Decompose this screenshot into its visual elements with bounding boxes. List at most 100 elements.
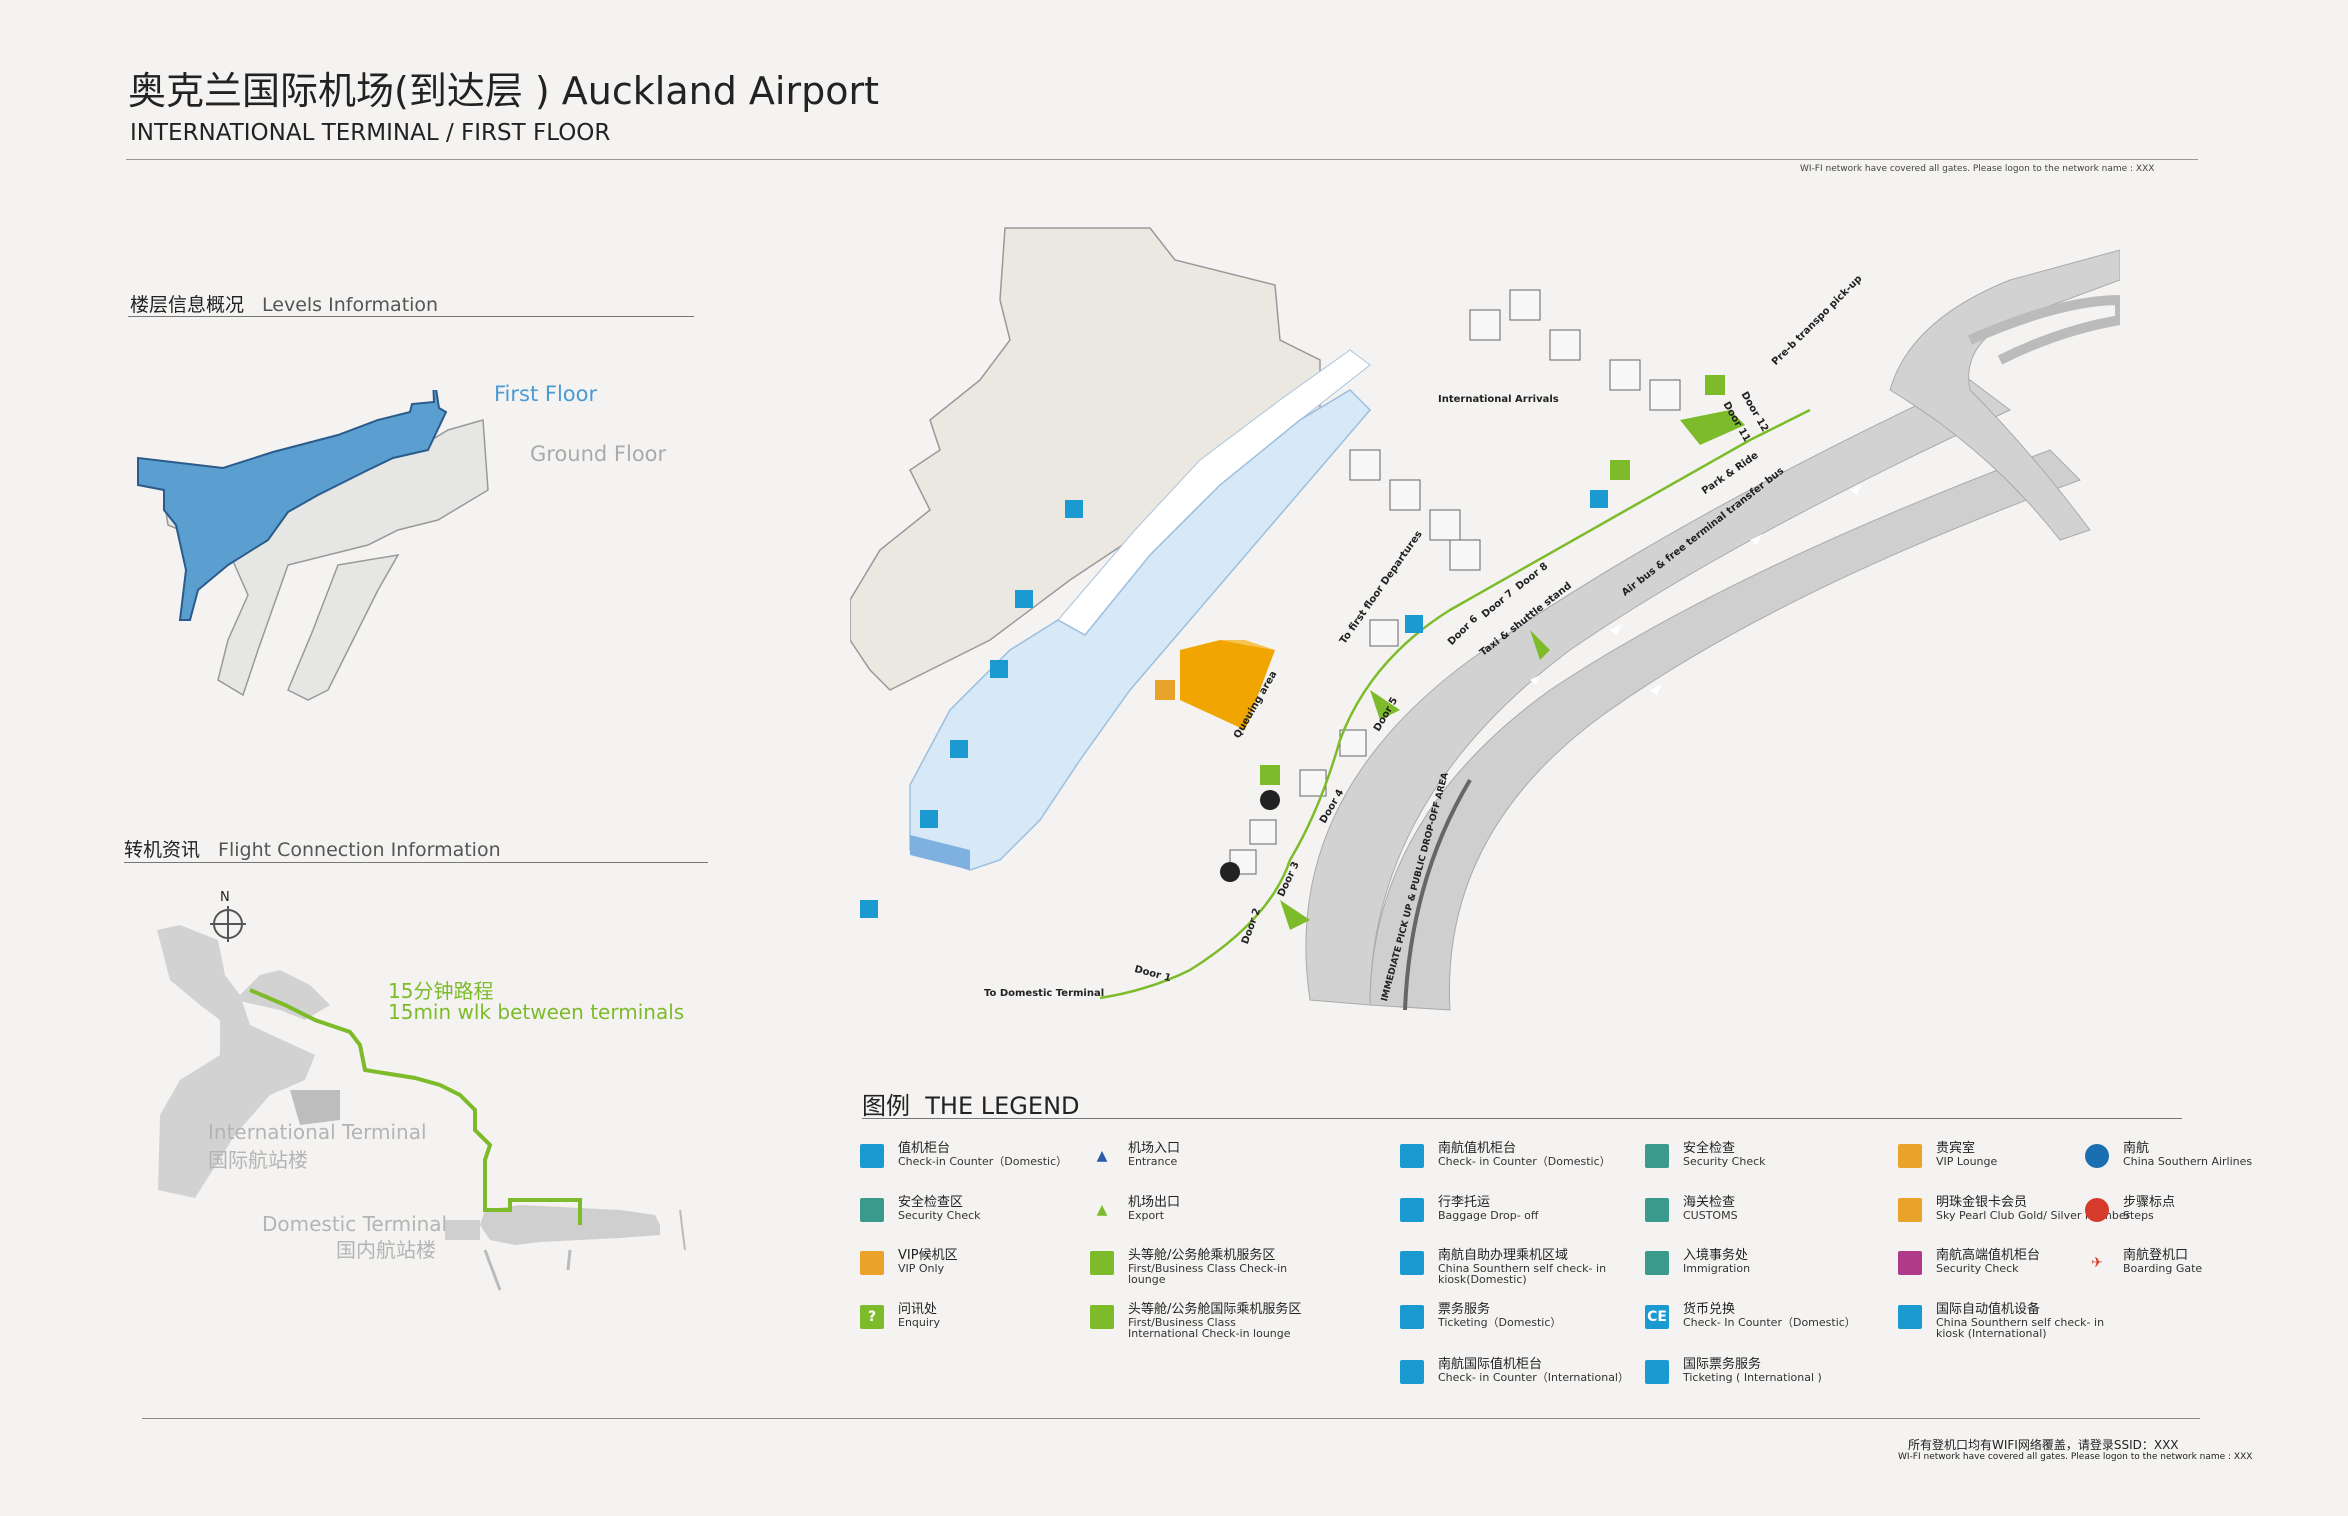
connection-title-en: Flight Connection Information <box>218 839 501 861</box>
pearl-icon <box>1898 1198 1922 1222</box>
legend-label-en: VIP Only <box>898 1261 945 1275</box>
legend-label-cn: 安全检查区 <box>898 1195 964 1210</box>
legend-label-cn: 南航高端值机柜台 <box>1936 1248 2041 1263</box>
question-icon: ? <box>860 1305 884 1329</box>
legend-label-cn: 机场入口 <box>1128 1141 1181 1156</box>
walk-arrows <box>1280 630 1550 930</box>
levels-divider <box>128 316 694 317</box>
legend-label-en: First/Business Class International Check… <box>1128 1315 1291 1341</box>
map-icons <box>860 375 1725 918</box>
security-icon <box>1645 1144 1669 1168</box>
csa-logo-icon <box>2085 1144 2109 1168</box>
wifi-note: WI-FI network have covered all gates. Pl… <box>1800 164 2155 174</box>
intl-lounge-icon <box>1090 1305 1114 1329</box>
exit-arrow-icon: ▲ <box>1096 1202 1108 1218</box>
square-icon <box>860 1198 884 1222</box>
legend-label-en: Baggage Drop- off <box>1438 1208 1539 1222</box>
legend-label-cn: 头等舱/公务舱国际乘机服务区 <box>1128 1302 1302 1317</box>
legend-label-cn: 入境事务处 <box>1683 1248 1749 1263</box>
legend-label-en: Immigration <box>1683 1261 1751 1275</box>
roads <box>1305 249 2120 1011</box>
legend-title-cn: 图例 <box>862 1092 910 1120</box>
page-title: 奥克兰国际机场(到达层 ) Auckland Airport <box>128 69 879 113</box>
page-subtitle: INTERNATIONAL TERMINAL / FIRST FLOOR <box>130 120 611 146</box>
legend-label-en: China Southern Airlines <box>2123 1154 2253 1168</box>
domestic-terminal-label-en: Domestic Terminal <box>262 1212 448 1236</box>
landside-buildings <box>1229 289 1681 875</box>
legend-label-cn: VIP候机区 <box>898 1248 958 1263</box>
immigration-icon <box>1645 1251 1669 1275</box>
legend-label-cn: 南航登机口 <box>2123 1248 2189 1263</box>
legend-label-cn: 行李托运 <box>1438 1195 1491 1210</box>
legend-label-cn: 南航自助办理乘机区域 <box>1438 1248 1569 1263</box>
legend-label-cn: 头等舱/公务舱乘机服务区 <box>1128 1248 1276 1263</box>
legend-label-cn: 贵宾室 <box>1936 1141 1976 1156</box>
entrance-arrow-icon: ▲ <box>1096 1148 1108 1164</box>
legend-label-en: Security Check <box>898 1208 981 1222</box>
ticket-icon <box>1400 1305 1424 1329</box>
legend-label-en: First/Business Class Check-in lounge <box>1128 1261 1288 1287</box>
levels-title-cn: 楼层信息概况 <box>130 294 245 316</box>
park-ride-block <box>1680 410 1745 445</box>
international-terminal-shape <box>157 925 340 1198</box>
legend-label-cn: 安全检查 <box>1683 1141 1736 1156</box>
legend-label-cn: 问讯处 <box>898 1302 938 1317</box>
domestic-terminal-shape <box>445 1205 686 1291</box>
first-floor-label: First Floor <box>494 382 598 406</box>
legend-label-cn: 南航值机柜台 <box>1438 1141 1517 1156</box>
lounge-icon <box>1090 1251 1114 1275</box>
header-divider <box>126 159 2198 160</box>
footer-divider <box>142 1418 2200 1419</box>
legend-title: 图例 THE LEGEND <box>862 1086 1080 1121</box>
legend-label-cn: 国际自动值机设备 <box>1936 1302 2041 1317</box>
domestic-terminal-label-cn: 国内航站楼 <box>336 1238 436 1262</box>
legend-label-cn: 票务服务 <box>1438 1302 1491 1317</box>
connection-map <box>157 906 686 1291</box>
kiosk-icon <box>1400 1251 1424 1275</box>
legend-label-en: Export <box>1128 1208 1165 1222</box>
square-icon <box>860 1144 884 1168</box>
legend-label-en: Ticketing ( International ) <box>1683 1370 1822 1384</box>
legend-label-en: Sky Pearl Club Gold/ Silver Member <box>1936 1208 2131 1222</box>
legend-label-cn: 海关检查 <box>1683 1195 1736 1210</box>
legend-label-cn: 步骤标点 <box>2123 1195 2176 1210</box>
legend-divider <box>862 1118 2182 1119</box>
legend-label-en: Boarding Gate <box>2123 1261 2203 1275</box>
walk-time-cn: 15分钟路程 <box>388 979 494 1003</box>
